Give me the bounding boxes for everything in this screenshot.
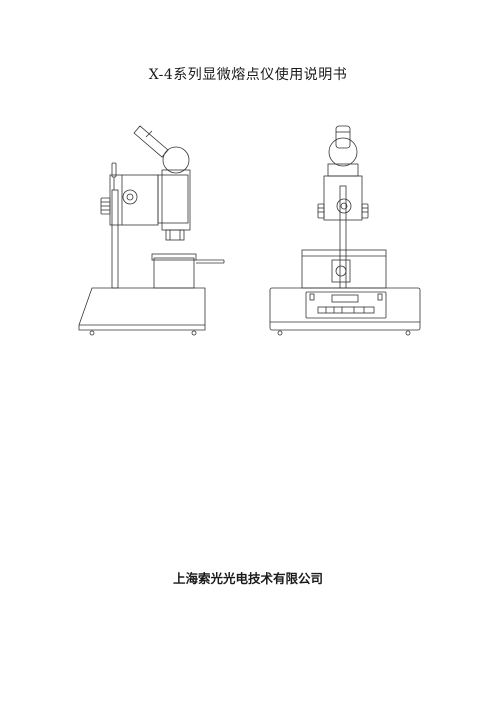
front-focus-wheel (336, 198, 352, 214)
panel-led-left (309, 293, 315, 301)
front-foot-right (405, 330, 411, 336)
company-name: 上海索光光电技术有限公司 (172, 571, 323, 586)
side-head-sphere (162, 146, 190, 174)
front-column (339, 185, 347, 289)
front-window (331, 259, 351, 283)
microscope-front-view (269, 125, 421, 336)
front-knob-right (361, 203, 369, 219)
front-base (269, 287, 421, 331)
side-focus-block (109, 174, 159, 226)
microscope-side-view (78, 125, 225, 336)
side-eyepiece (133, 125, 169, 158)
side-foot-right (191, 330, 197, 336)
document-title: X-4系列显微熔点仪使用说明书 (148, 67, 348, 83)
front-knob-left (317, 203, 325, 219)
front-focus-block (323, 175, 363, 221)
side-focus-wheel (122, 189, 138, 205)
side-body-tube (161, 169, 191, 231)
instrument-illustration (70, 120, 430, 345)
panel-button-row (317, 306, 375, 314)
side-base (78, 287, 206, 331)
control-panel (305, 291, 387, 319)
panel-led-right (377, 293, 383, 301)
side-heating-stage (153, 257, 195, 289)
side-arm (157, 174, 189, 224)
front-eyepiece (335, 125, 351, 149)
side-foot-left (89, 330, 95, 336)
front-foot-left (277, 330, 283, 336)
side-objective (165, 229, 185, 241)
front-neck (327, 163, 359, 177)
instrument-drawing (78, 125, 421, 336)
front-head-sphere (328, 137, 358, 167)
panel-display (331, 294, 359, 303)
side-column (111, 189, 119, 289)
